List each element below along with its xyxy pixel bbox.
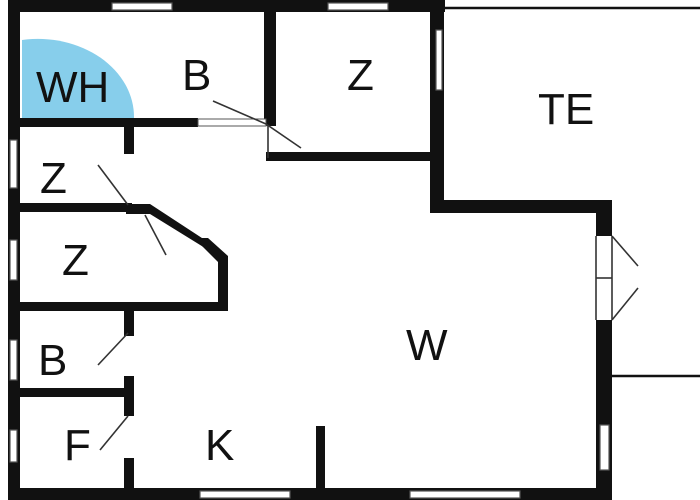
- window: [9, 339, 18, 381]
- window: [409, 490, 521, 499]
- room-label-z-left-2: Z: [62, 236, 89, 285]
- interior-walls: [14, 0, 432, 490]
- window: [9, 139, 18, 189]
- room-labels: WH B Z TE Z Z B F W K: [36, 51, 594, 470]
- room-label-k: K: [205, 421, 234, 470]
- doors: [97, 100, 639, 451]
- window: [599, 424, 610, 471]
- window: [435, 29, 443, 91]
- room-label-te: TE: [538, 85, 594, 134]
- wall-step: [430, 200, 612, 213]
- room-label-z-left-1: Z: [40, 154, 67, 203]
- window: [9, 239, 18, 281]
- windows: [9, 2, 610, 499]
- window: [111, 2, 173, 11]
- window: [199, 490, 291, 499]
- room-label-bath-top: B: [182, 51, 211, 100]
- room-label-f: F: [64, 421, 91, 470]
- room-label-wh: WH: [36, 63, 109, 112]
- room-label-z-top: Z: [347, 51, 374, 100]
- wall-bottom: [8, 488, 612, 500]
- room-label-w: W: [406, 321, 448, 370]
- room-label-b-left: B: [38, 336, 67, 385]
- window: [9, 429, 18, 463]
- window: [327, 2, 389, 11]
- whirlpool-fixture: [22, 38, 135, 118]
- terrace-outline: [445, 6, 700, 378]
